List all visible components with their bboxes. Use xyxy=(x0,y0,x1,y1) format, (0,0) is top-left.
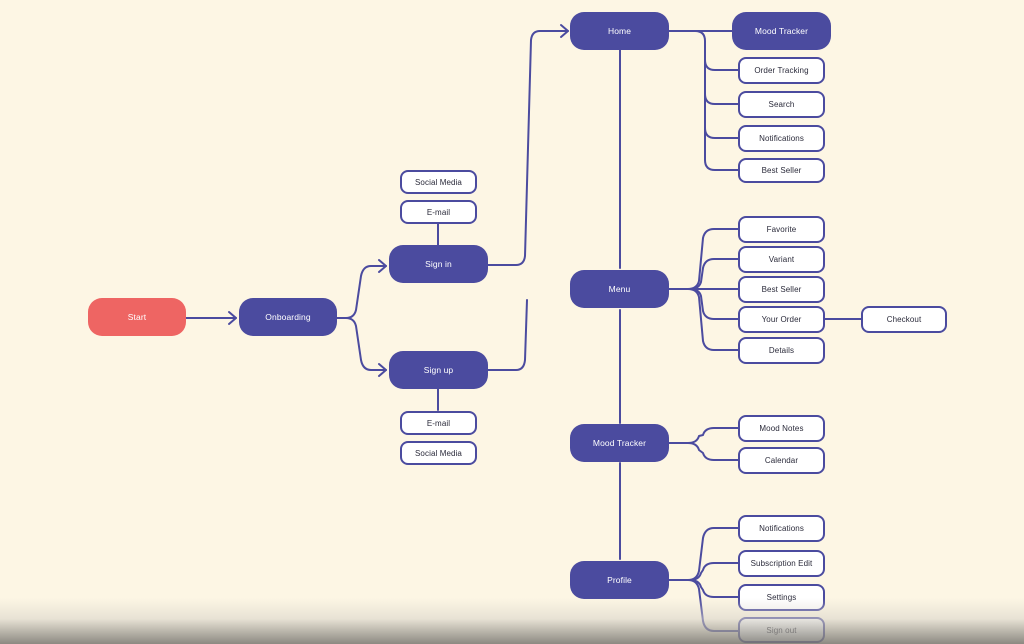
connector-profile-settings xyxy=(668,579,739,598)
node-menu-details: Details xyxy=(738,337,825,364)
node-home-mood-tracker: Mood Tracker xyxy=(732,12,831,50)
connector-menu-details xyxy=(668,288,739,351)
connector-home-ordertracking xyxy=(704,59,739,71)
node-home-best-seller: Best Seller xyxy=(738,158,825,183)
connector-profile-signout xyxy=(668,579,739,632)
node-mood-tracker: Mood Tracker xyxy=(570,424,669,462)
connector-signup-trunk xyxy=(487,299,528,371)
node-signin-email: E-mail xyxy=(400,200,477,224)
node-menu-variant: Variant xyxy=(738,246,825,273)
node-home-notifications: Notifications xyxy=(738,125,825,152)
connector-signin-home xyxy=(487,30,569,266)
node-profile-subscription-edit: Subscription Edit xyxy=(738,550,825,577)
arrowhead-home xyxy=(560,24,569,38)
node-home-order-tracking: Order Tracking xyxy=(738,57,825,84)
connector-profile-subscription xyxy=(668,562,739,581)
node-home: Home xyxy=(570,12,669,50)
node-signup-email: E-mail xyxy=(400,411,477,435)
node-onboarding: Onboarding xyxy=(239,298,337,336)
node-menu-checkout: Checkout xyxy=(861,306,947,333)
connector-home-bracket xyxy=(668,30,739,171)
connector-onboarding-signup xyxy=(336,317,387,371)
arrowhead-onboarding xyxy=(228,311,237,325)
arrowhead-signup xyxy=(378,363,387,377)
node-menu-best-seller: Best Seller xyxy=(738,276,825,303)
connector-menu-yourorder xyxy=(668,288,739,320)
node-start: Start xyxy=(88,298,186,336)
node-mood-notes: Mood Notes xyxy=(738,415,825,442)
node-home-search: Search xyxy=(738,91,825,118)
node-mood-calendar: Calendar xyxy=(738,447,825,474)
node-sign-up: Sign up xyxy=(389,351,488,389)
connector-profile-notifications xyxy=(668,527,739,581)
arrowhead-signin xyxy=(378,259,387,273)
node-menu-your-order: Your Order xyxy=(738,306,825,333)
node-profile: Profile xyxy=(570,561,669,599)
connector-mood-notes xyxy=(668,427,739,444)
connector-menu-variant xyxy=(668,258,739,290)
node-signin-social-media: Social Media xyxy=(400,170,477,194)
node-profile-notifications: Notifications xyxy=(738,515,825,542)
node-profile-sign-out: Sign out xyxy=(738,617,825,643)
connector-onboarding-signin xyxy=(336,265,387,319)
node-signup-social-media: Social Media xyxy=(400,441,477,465)
node-menu: Menu xyxy=(570,270,669,308)
node-menu-favorite: Favorite xyxy=(738,216,825,243)
connector-home-search xyxy=(704,93,739,105)
connector-mood-calendar xyxy=(668,442,739,461)
connector-home-notifications xyxy=(704,127,739,139)
node-sign-in: Sign in xyxy=(389,245,488,283)
node-profile-settings: Settings xyxy=(738,584,825,611)
